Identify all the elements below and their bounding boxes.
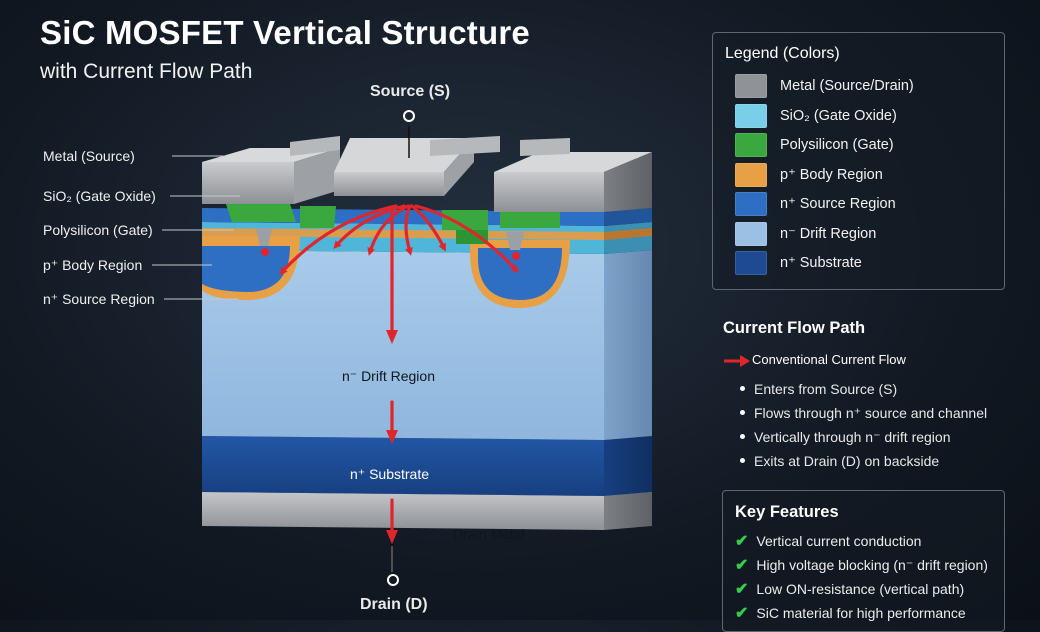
- key-feature-item: ✔ Low ON-resistance (vertical path): [735, 579, 964, 599]
- legend-label: n⁺ Source Region: [780, 196, 896, 212]
- legend-label: SiO₂ (Gate Oxide): [780, 108, 897, 124]
- callout-polysilicon: Polysilicon (Gate): [43, 222, 153, 238]
- current-flow-bullet: Exits at Drain (D) on backside: [740, 453, 939, 469]
- key-feature-text: Vertical current conduction: [756, 533, 922, 549]
- legend-item-p-body: p⁺ Body Region: [735, 163, 883, 187]
- current-flow-legend: Conventional Current Flow: [752, 352, 906, 367]
- check-icon: ✔: [735, 557, 749, 574]
- bullet-text: Enters from Source (S): [754, 381, 898, 397]
- bullet-dot-icon: [740, 409, 745, 415]
- key-feature-item: ✔ Vertical current conduction: [735, 531, 921, 551]
- legend-label: n⁻ Drift Region: [780, 226, 877, 242]
- legend-swatch-drift: [735, 222, 767, 246]
- bullet-dot-icon: [740, 457, 745, 463]
- current-flow-legend-label: Conventional Current Flow: [752, 352, 906, 367]
- source-terminal-label: Source (S): [370, 83, 451, 100]
- key-feature-text: SiC material for high performance: [756, 605, 966, 621]
- legend-item-n-source: n⁺ Source Region: [735, 192, 896, 216]
- callout-metal-source: Metal (Source): [43, 148, 135, 164]
- drain-terminal-icon: [387, 574, 399, 586]
- drain-metal-label: Drain Metal: [453, 526, 525, 542]
- substrate-label: n⁺ Substrate: [350, 466, 429, 482]
- key-features-panel: Key Features ✔ Vertical current conductio…: [722, 490, 1005, 632]
- legend-swatch-metal: [735, 74, 767, 98]
- callout-p-body: p⁺ Body Region: [43, 257, 143, 273]
- key-feature-text: High voltage blocking (n⁻ drift region): [756, 556, 988, 573]
- legend-item-polysilicon: Polysilicon (Gate): [735, 133, 894, 157]
- bullet-dot-icon: [740, 433, 745, 439]
- check-icon: ✔: [735, 581, 749, 598]
- callout-gate-oxide: SiO₂ (Gate Oxide): [43, 188, 156, 204]
- legend-label: p⁺ Body Region: [780, 167, 883, 183]
- check-icon: ✔: [735, 533, 749, 550]
- current-flow-bullet: Enters from Source (S): [740, 381, 897, 397]
- legend-label: n⁺ Substrate: [780, 255, 862, 271]
- key-feature-item: ✔ SiC material for high performance: [735, 603, 966, 623]
- drift-region-label: n⁻ Drift Region: [342, 368, 435, 384]
- legend-panel: Legend (Colors) Metal (Source/Drain) SiO…: [712, 32, 1005, 290]
- current-flow-title: Current Flow Path: [723, 319, 866, 337]
- legend-item-gate-oxide: SiO₂ (Gate Oxide): [735, 104, 897, 128]
- legend-title: Legend (Colors): [725, 45, 840, 62]
- page-subtitle: with Current Flow Path: [40, 60, 253, 83]
- bullet-text: Exits at Drain (D) on backside: [754, 453, 940, 469]
- callout-n-source: n⁺ Source Region: [43, 291, 155, 307]
- legend-item-substrate: n⁺ Substrate: [735, 251, 862, 275]
- legend-label: Metal (Source/Drain): [780, 78, 914, 94]
- page-title: SiC MOSFET Vertical Structure: [40, 14, 530, 51]
- check-icon: ✔: [735, 605, 749, 622]
- legend-swatch-n-source: [735, 192, 767, 216]
- current-flow-bullet: Flows through n⁺ source and channel: [740, 405, 987, 422]
- bullet-text: Vertically through n⁻ drift region: [754, 429, 951, 445]
- bullet-text: Flows through n⁺ source and channel: [754, 405, 988, 421]
- legend-item-metal: Metal (Source/Drain): [735, 74, 914, 98]
- legend-swatch-substrate: [735, 251, 767, 275]
- drain-terminal-label: Drain (D): [360, 596, 428, 613]
- bullet-dot-icon: [740, 385, 745, 391]
- legend-swatch-polysilicon: [735, 133, 767, 157]
- key-feature-text: Low ON-resistance (vertical path): [756, 581, 965, 597]
- legend-label: Polysilicon (Gate): [780, 137, 894, 153]
- source-terminal-icon: [403, 110, 415, 122]
- key-feature-item: ✔ High voltage blocking (n⁻ drift region): [735, 555, 988, 575]
- legend-swatch-gate-oxide: [735, 104, 767, 128]
- legend-swatch-p-body: [735, 163, 767, 187]
- legend-item-drift: n⁻ Drift Region: [735, 222, 876, 246]
- current-flow-bullet: Vertically through n⁻ drift region: [740, 429, 951, 446]
- key-features-title: Key Features: [735, 503, 839, 521]
